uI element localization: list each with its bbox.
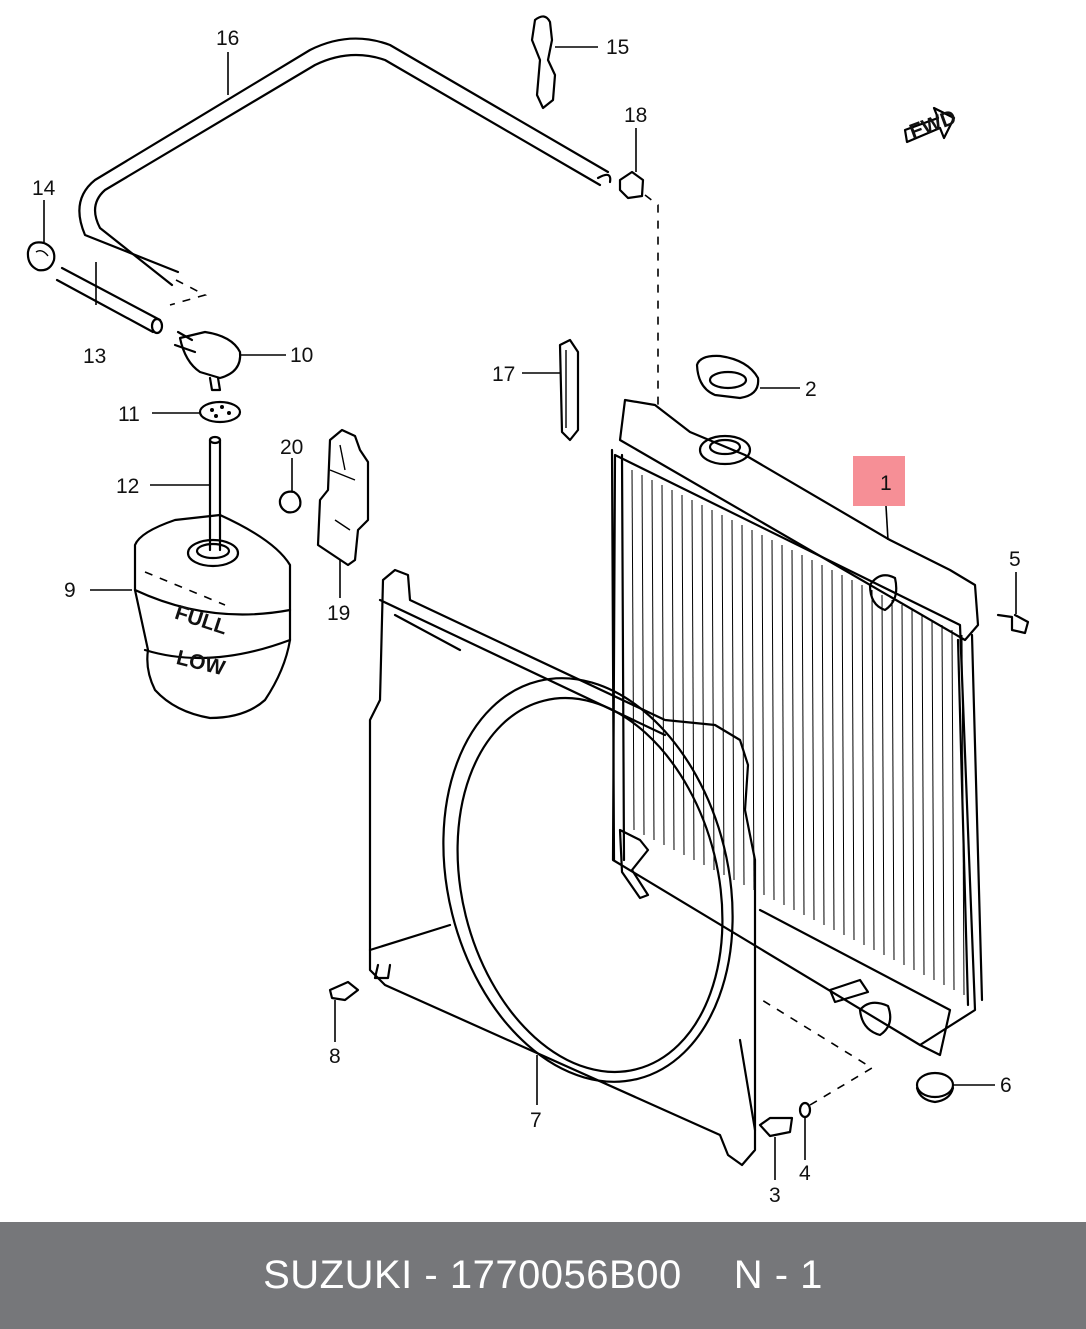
- tank-low-label: LOW: [174, 646, 227, 680]
- callout-1-highlight: [853, 456, 905, 506]
- radiator-fin: [871, 589, 875, 951]
- callout-18: 18: [624, 104, 647, 127]
- leader-lines: [43, 46, 1017, 1180]
- callout-10: 10: [290, 344, 313, 367]
- radiator-fin: [901, 604, 905, 966]
- callout-14: 14: [32, 177, 56, 200]
- callout-20: 20: [280, 436, 303, 459]
- radiator-fin: [941, 624, 945, 986]
- callout-2: 2: [805, 378, 817, 401]
- radiator-fin: [821, 564, 825, 926]
- radiator-fin: [631, 469, 635, 831]
- radiator-fin: [731, 519, 735, 881]
- radiator-fin: [751, 529, 755, 891]
- radiator-fin: [681, 494, 685, 856]
- callout-6: 6: [1000, 1074, 1012, 1097]
- callout-12: 12: [116, 475, 139, 498]
- parts-diagram: FWD FULL LOW: [26, 15, 1030, 1207]
- reservoir-tank-9[interactable]: FULL LOW: [133, 513, 292, 720]
- callout-19: 19: [327, 602, 350, 625]
- part-number-label: SUZUKI - 1770056B00: [263, 1253, 682, 1297]
- diagram-ref-label: N - 1: [733, 1253, 823, 1297]
- callout-7: 7: [530, 1109, 542, 1132]
- radiator-fin: [851, 579, 855, 941]
- radiator-fin: [931, 619, 935, 981]
- callout-16: 16: [216, 27, 239, 50]
- callout-9: 9: [64, 579, 76, 602]
- grommet-6[interactable]: [915, 1071, 955, 1104]
- nut-20[interactable]: [278, 490, 302, 514]
- callout-11: 11: [118, 403, 140, 426]
- radiator-fin: [911, 609, 915, 971]
- radiator-fin: [721, 514, 725, 876]
- radiator-fin: [801, 554, 805, 916]
- fitting-10[interactable]: [173, 330, 242, 392]
- callout-5: 5: [1009, 548, 1021, 571]
- clamp-15[interactable]: [530, 15, 557, 110]
- radiator-fin: [831, 569, 835, 931]
- radiator-fin: [711, 509, 715, 871]
- fwd-label: FWD: [906, 106, 959, 144]
- fan-shroud-7[interactable]: [368, 568, 773, 1167]
- radiator-fin: [881, 594, 885, 956]
- radiator-fin: [791, 549, 795, 911]
- callout-8: 8: [329, 1045, 341, 1068]
- hose-13[interactable]: [55, 266, 164, 335]
- callouts: 16 15 18 14 13 10 11 12 9 20 19 17 2 1 5…: [32, 27, 1021, 1207]
- radiator-fin: [741, 524, 745, 886]
- cap-14[interactable]: [26, 241, 56, 272]
- radiator-fin: [661, 484, 665, 846]
- radiator-fin: [861, 584, 865, 946]
- footer-bar: SUZUKI - 1770056B00 N - 1: [0, 1222, 1086, 1329]
- bolt-8[interactable]: [328, 980, 360, 1002]
- radiator-fin: [921, 614, 925, 976]
- radiator-fin: [961, 634, 965, 996]
- callout-17: 17: [492, 363, 515, 386]
- radiator-fin: [671, 489, 675, 851]
- radiator-fin: [781, 544, 785, 906]
- callout-4: 4: [799, 1162, 811, 1185]
- drain-plug-3[interactable]: [758, 1116, 794, 1138]
- callout-3: 3: [769, 1184, 781, 1207]
- hose-16[interactable]: [78, 37, 612, 306]
- radiator-fin: [891, 599, 895, 961]
- fwd-arrow-icon: FWD: [903, 106, 959, 144]
- tube-12[interactable]: [208, 435, 222, 552]
- radiator-fin: [651, 479, 655, 841]
- radiator-1[interactable]: [610, 398, 984, 1057]
- radiator-fin: [641, 474, 645, 836]
- o-ring-4[interactable]: [761, 999, 874, 1119]
- callout-1: 1: [880, 472, 892, 495]
- radiator-fin: [691, 499, 695, 861]
- washer-11[interactable]: [198, 400, 242, 424]
- bolt-5[interactable]: [996, 613, 1030, 635]
- bracket-17[interactable]: [558, 338, 580, 442]
- radiator-fin: [761, 534, 765, 896]
- callout-15: 15: [606, 36, 629, 59]
- bracket-19[interactable]: [316, 428, 370, 567]
- radiator-fin: [701, 504, 705, 866]
- radiator-cap-2[interactable]: [695, 354, 760, 400]
- radiator-fin: [811, 559, 815, 921]
- radiator-fin: [951, 629, 955, 991]
- clip-18[interactable]: [618, 170, 659, 405]
- radiator-fin: [771, 539, 775, 901]
- callout-13: 13: [83, 345, 106, 368]
- tank-full-label: FULL: [172, 601, 230, 640]
- radiator-fin: [841, 574, 845, 936]
